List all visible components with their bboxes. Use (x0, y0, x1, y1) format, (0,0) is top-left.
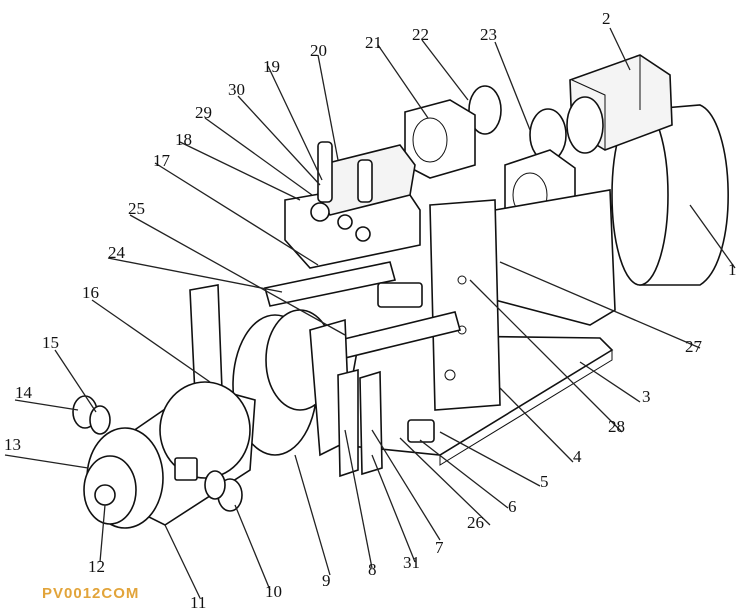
part-label-18: 18 (175, 130, 192, 149)
watermark: PV0012COM (42, 585, 139, 602)
leader-lines (4, 27, 736, 599)
part-label-17: 17 (153, 151, 171, 170)
part-label-26: 26 (467, 513, 484, 532)
part-labels: 1 2 3 4 5 6 7 8 9 10 11 12 13 14 15 16 1… (4, 9, 737, 612)
part-label-3: 3 (642, 387, 651, 406)
part-label-13: 13 (4, 435, 21, 454)
part-label-20: 20 (310, 41, 327, 60)
part-label-10: 10 (265, 582, 282, 601)
part-label-24: 24 (108, 243, 126, 262)
part-label-28: 28 (608, 417, 625, 436)
part-label-31: 31 (403, 553, 420, 572)
part-label-27: 27 (685, 337, 703, 356)
part-label-4: 4 (573, 447, 582, 466)
part-label-29: 29 (195, 103, 212, 122)
part-label-12: 12 (88, 557, 105, 576)
part-label-25: 25 (128, 199, 145, 218)
part-label-15: 15 (42, 333, 59, 352)
part-label-1: 1 (728, 260, 737, 279)
part-label-8: 8 (368, 560, 377, 579)
part-label-22: 22 (412, 25, 429, 44)
part-label-6: 6 (508, 497, 517, 516)
part-label-5: 5 (540, 472, 549, 491)
part-label-23: 23 (480, 25, 497, 44)
part-label-7: 7 (435, 538, 444, 557)
part-label-30: 30 (228, 80, 245, 99)
part-label-19: 19 (263, 57, 280, 76)
part-label-2: 2 (602, 9, 611, 28)
part-label-9: 9 (322, 571, 331, 590)
part-label-16: 16 (82, 283, 99, 302)
part-label-14: 14 (15, 383, 33, 402)
part-label-21: 21 (365, 33, 382, 52)
part-label-11: 11 (190, 593, 206, 612)
assembly-line-art (72, 54, 729, 529)
